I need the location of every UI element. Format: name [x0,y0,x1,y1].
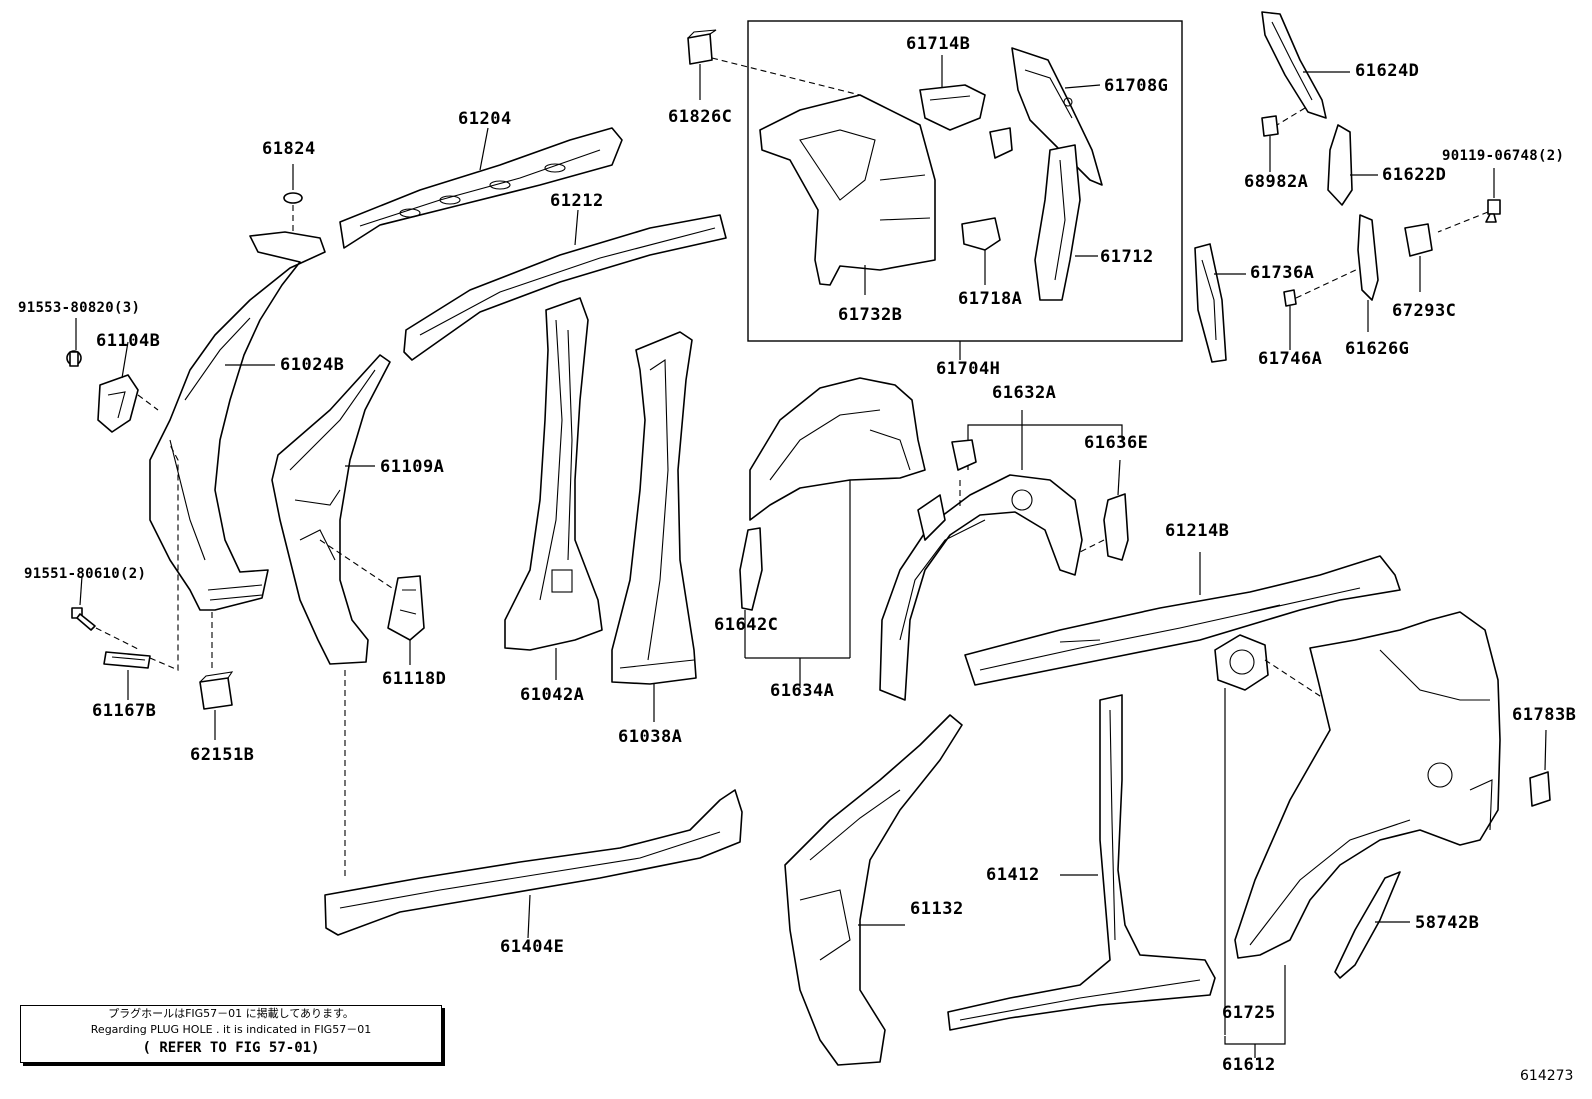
part-label-90119-06748: 90119-06748(2) [1442,148,1565,164]
part-label-61704H: 61704H [936,359,1001,379]
subassembly-frame [747,20,1183,342]
part-61732B-quarter-inner [759,94,936,295]
part-label-61038A: 61038A [618,727,683,747]
part-61636E-plate [1079,459,1129,561]
note-japanese: プラグホールはFIG57－01 に掲載してあります。 [108,1007,354,1020]
part-61132-front-pillar-outer [784,714,963,1066]
part-label-61024B: 61024B [280,355,345,375]
note-reference: ( REFER TO FIG 57-01) [142,1040,320,1056]
part-label-91553-80820: 91553-80820(3) [18,300,141,316]
part-61118D-brace [387,575,425,665]
part-label-61718A: 61718A [958,289,1023,309]
part-label-91551-80610: 91551-80610(2) [24,566,147,582]
part-61736A-bracket [1194,243,1246,363]
note-english: Regarding PLUG HOLE . it is indicated in… [90,1023,372,1036]
part-61642-clip [951,439,977,471]
part-label-61167B: 61167B [92,701,157,721]
part-label-61404E: 61404E [500,937,565,957]
part-quarter-panel-outer [1234,611,1501,959]
part-58742B-moulding [1334,871,1410,979]
part-61104B-bracket [97,341,159,433]
part-label-61214B: 61214B [1165,521,1230,541]
part-91553-bolt [66,318,82,367]
part-label-61725: 61725 [1222,1003,1276,1023]
part-label-61622D: 61622D [1382,165,1447,185]
part-label-61712: 61712 [1100,247,1154,267]
part-61783B-cushion [1529,729,1551,807]
part-label-58742B: 58742B [1415,913,1480,933]
part-label-61624D: 61624D [1355,61,1420,81]
part-label-61714B: 61714B [906,34,971,54]
part-67293C-pad [1404,223,1433,292]
part-61042A-center-pillar [504,297,603,680]
part-label-61783B: 61783B [1512,705,1577,725]
part-61708G-panel [1011,47,1103,186]
part-label-61626G: 61626G [1345,339,1410,359]
part-62151B-cushion [199,612,234,740]
part-61622D-bracket [1327,124,1378,206]
part-61718A-bracket [961,127,1013,285]
part-61626G-bracket [1295,214,1379,332]
part-90119-bolt [1437,168,1501,233]
part-61712-reinforcement [1034,144,1098,301]
part-label-61042A: 61042A [520,685,585,705]
part-label-61636E: 61636E [1084,433,1149,453]
part-91551-bolt [71,575,141,651]
part-label-61736A: 61736A [1250,263,1315,283]
part-61632A-wheelhouse-inner [879,410,1123,701]
part-label-61708G: 61708G [1104,76,1169,96]
part-61642C-extension [739,527,763,658]
part-61167B-clip [103,444,179,700]
part-61204-roof-side-rail [339,127,623,249]
part-61634A-wheelhouse-outer [745,377,926,688]
part-label-61132: 61132 [910,899,964,919]
part-61024B-front-pillar [149,231,326,611]
part-61038A-center-pillar-outer [611,331,697,722]
part-68982A-clip [1261,115,1279,172]
part-61624D-panel [1261,11,1350,129]
figure-number: 614273 [1520,1068,1574,1084]
part-label-68982A: 68982A [1244,172,1309,192]
part-61412-rocker-outer [947,694,1216,1031]
part-label-61826C: 61826C [668,107,733,127]
part-61212-roof-rail-inner [403,209,727,361]
part-61714B-gusset [919,55,986,131]
part-label-61104B: 61104B [96,331,161,351]
part-label-61746A: 61746A [1258,349,1323,369]
part-label-61212: 61212 [550,191,604,211]
part-fuel-lid-housing [1214,634,1431,1035]
part-label-61632A: 61632A [992,383,1057,403]
part-label-61118D: 61118D [382,669,447,689]
part-label-61109A: 61109A [380,457,445,477]
part-61826C-cushion [687,29,861,100]
part-61109A-front-pillar-inner [271,354,396,880]
part-61404E-rocker [324,789,743,939]
part-label-61412: 61412 [986,865,1040,885]
part-label-61824: 61824 [262,139,316,159]
reference-note: プラグホールはFIG57－01 に掲載してあります。 Regarding PLU… [20,1005,442,1063]
part-label-61732B: 61732B [838,305,903,325]
part-label-62151B: 62151B [190,745,255,765]
part-61746A-clip [1283,289,1297,350]
part-label-67293C: 67293C [1392,301,1457,321]
part-label-61642C: 61642C [714,615,779,635]
part-label-61634A: 61634A [770,681,835,701]
part-61214B-roof-panel-outer [964,552,1401,686]
part-label-61204: 61204 [458,109,512,129]
part-label-61612: 61612 [1222,1055,1276,1075]
